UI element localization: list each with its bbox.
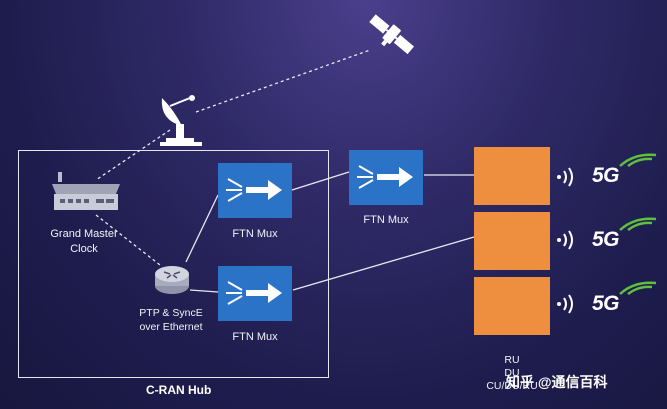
ftn-mux-hub-bottom-label: FTN Mux — [232, 331, 278, 343]
5g-signal-arc-icon — [619, 217, 657, 231]
5g-label: 5G — [592, 228, 620, 251]
ftn-mux-hub-top-label: FTN Mux — [232, 228, 278, 240]
cu-du-ru-label: CU/DU/RU — [486, 380, 538, 392]
watermark-text: 知乎 @通信百科 — [506, 374, 608, 390]
grand-master-line2: Clock — [70, 243, 98, 255]
dish-to-clock-line — [95, 129, 171, 181]
ptp-line2: over Ethernet — [139, 321, 203, 333]
5g-label: 5G — [592, 292, 620, 315]
ptp-to-mux-top-line — [185, 194, 219, 263]
mux-to-du-line — [292, 236, 475, 291]
ftn-mux-hub-top — [218, 163, 292, 218]
ru-du-labels: RU DU CU/DU/RU — [474, 354, 550, 393]
mux-icon — [226, 281, 282, 305]
ptp-synce-label: PTP & SyncE over Ethernet — [122, 306, 220, 334]
ptp-to-mux-bottom-line — [189, 289, 219, 293]
5g-signal-arc-icon — [619, 153, 657, 167]
clock-to-ptp-line — [95, 214, 161, 266]
grand-master-line1: Grand Master — [50, 228, 118, 240]
5g-label: 5G — [592, 164, 620, 187]
cu-du-ru-box — [474, 277, 550, 335]
c-ran-hub-title: C-RAN Hub — [146, 383, 212, 397]
du-label: DU — [504, 367, 520, 379]
c-ran-hub-box — [18, 150, 329, 378]
satellite-dish-icon — [160, 95, 202, 146]
signal-waves-icon — [557, 167, 573, 187]
grand-master-clock-icon — [52, 172, 120, 210]
ptp-line1: PTP & SyncE — [139, 307, 203, 319]
ftn-mux-remote — [349, 150, 423, 205]
ru-box — [474, 147, 550, 205]
signal-waves-icon — [557, 230, 573, 250]
ftn-mux-hub-bottom — [218, 266, 292, 321]
mux-icon — [226, 178, 282, 202]
router-icon — [155, 266, 189, 294]
du-box — [474, 212, 550, 270]
mux-icon — [357, 165, 413, 189]
grand-master-clock-label: Grand Master Clock — [36, 227, 132, 257]
satellite-icon — [369, 14, 415, 55]
mux-to-remote-line — [291, 171, 350, 191]
signal-waves-icon — [557, 294, 573, 314]
satellite-link-line — [195, 49, 371, 113]
ftn-mux-remote-label: FTN Mux — [363, 214, 409, 226]
5g-signal-arc-icon — [619, 281, 657, 295]
ru-label: RU — [504, 354, 520, 366]
